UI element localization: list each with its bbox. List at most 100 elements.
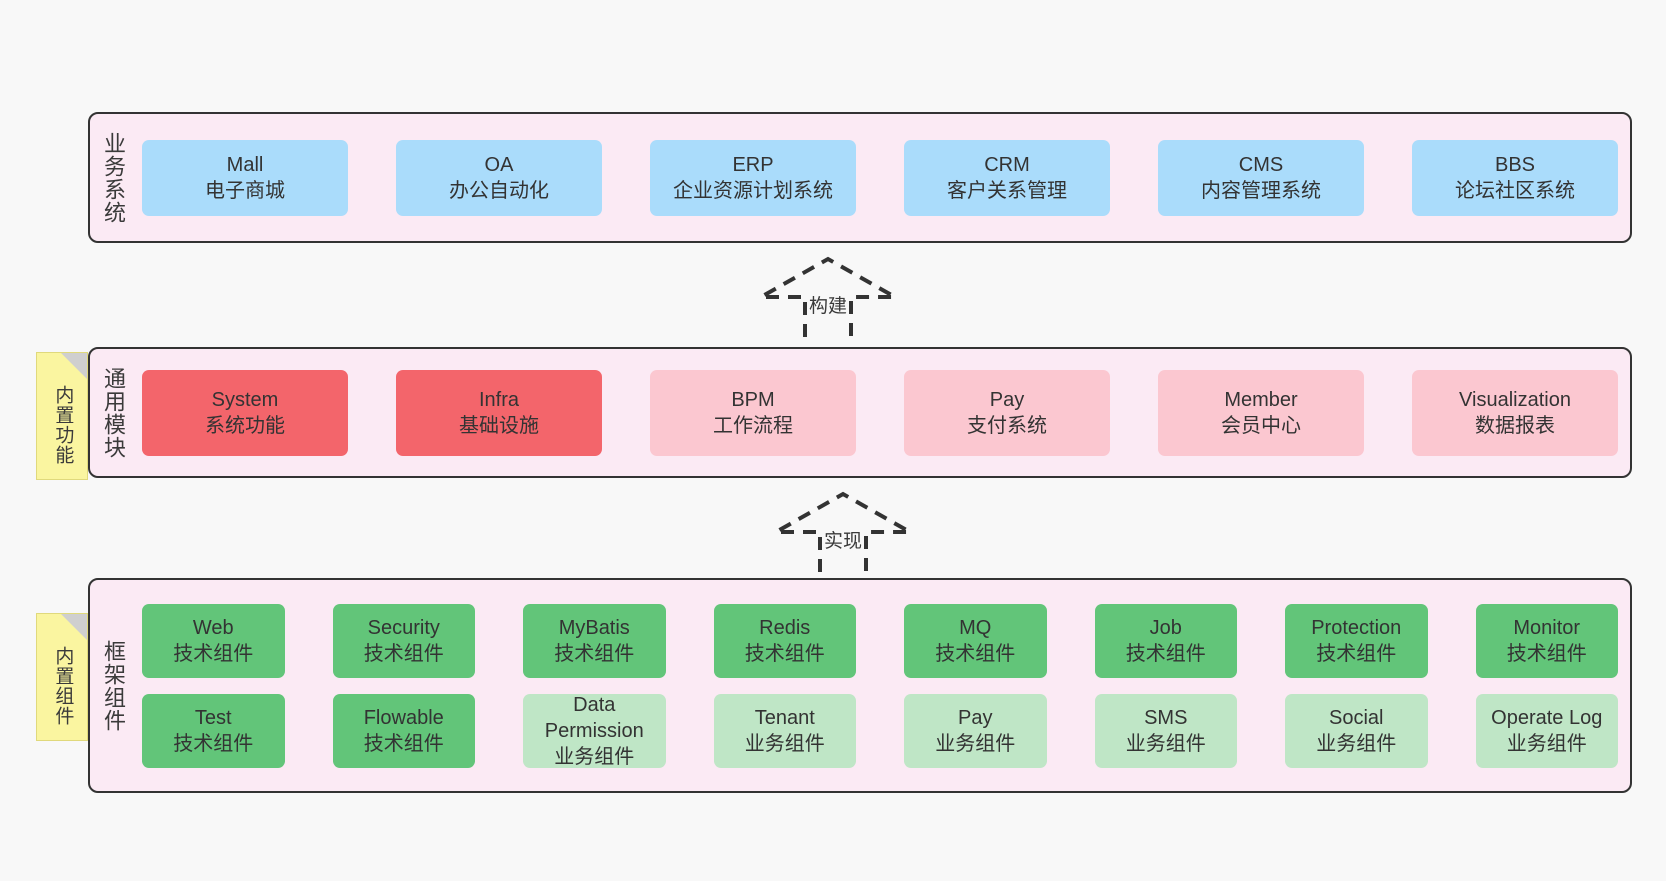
card-subtitle: 基础设施 bbox=[459, 414, 539, 437]
card-title: Data Permission bbox=[544, 693, 644, 742]
connector-build-arrow: 构建 bbox=[753, 255, 903, 345]
framework-component-card[interactable]: SMS 业务组件 bbox=[1094, 693, 1237, 768]
card-title: Web bbox=[192, 616, 234, 639]
card-subtitle: 客户关系管理 bbox=[947, 179, 1067, 202]
card-subtitle: 业务组件 bbox=[554, 745, 635, 768]
business-system-card[interactable]: CMS 内容管理系统 bbox=[1158, 139, 1364, 216]
card-title: Member bbox=[1224, 388, 1298, 411]
card-title: BBS bbox=[1494, 153, 1536, 176]
card-title: SMS bbox=[1144, 706, 1188, 729]
framework-component-card[interactable]: Test 技术组件 bbox=[142, 693, 285, 768]
card-title: Protection bbox=[1311, 616, 1402, 639]
card-title: Flowable bbox=[363, 706, 444, 729]
connector-implement-arrow: 实现 bbox=[768, 490, 918, 580]
card-title: CMS bbox=[1238, 153, 1284, 176]
note-fold-corner-icon bbox=[61, 614, 87, 640]
card-title: Mall bbox=[226, 153, 264, 176]
layer-common-modules: 通用模块 System 系统功能 Infra 基础设施 BPM 工作流程 Pay 支付系统 Me… bbox=[88, 347, 1632, 478]
card-subtitle: 系统功能 bbox=[205, 414, 285, 437]
framework-component-card[interactable]: Pay 业务组件 bbox=[904, 693, 1047, 768]
common-module-card[interactable]: System 系统功能 bbox=[142, 369, 348, 456]
framework-component-card[interactable]: Tenant 业务组件 bbox=[713, 693, 856, 768]
card-title: MQ bbox=[959, 616, 992, 639]
card-title: Pay bbox=[989, 388, 1025, 411]
framework-component-card[interactable]: Web 技术组件 bbox=[142, 603, 285, 678]
card-subtitle: 技术组件 bbox=[173, 642, 254, 665]
build-arrow-outline bbox=[753, 256, 903, 337]
card-subtitle: 技术组件 bbox=[1125, 642, 1206, 665]
card-subtitle: 工作流程 bbox=[713, 414, 793, 437]
card-title: Infra bbox=[478, 388, 520, 411]
card-title: Test bbox=[194, 706, 232, 729]
business-system-card[interactable]: ERP 企业资源计划系统 bbox=[650, 139, 856, 216]
card-subtitle: 技术组件 bbox=[935, 642, 1016, 665]
framework-component-card[interactable]: Security 技术组件 bbox=[332, 603, 475, 678]
layer-framework-components-title: 框架组件 bbox=[100, 639, 126, 732]
card-subtitle: 技术组件 bbox=[363, 642, 444, 665]
common-module-card[interactable]: Pay 支付系统 bbox=[904, 369, 1110, 456]
framework-component-card[interactable]: MQ 技术组件 bbox=[904, 603, 1047, 678]
common-module-card[interactable]: Member 会员中心 bbox=[1158, 369, 1364, 456]
common-module-card[interactable]: Visualization 数据报表 bbox=[1412, 369, 1618, 456]
card-subtitle: 业务组件 bbox=[935, 732, 1016, 755]
layer-business-system-title: 业务系统 bbox=[100, 131, 126, 224]
card-subtitle: 业务组件 bbox=[744, 732, 825, 755]
card-subtitle: 业务组件 bbox=[1316, 732, 1397, 755]
framework-component-card[interactable]: MyBatis 技术组件 bbox=[523, 603, 666, 678]
card-title: System bbox=[211, 388, 279, 411]
note-builtin-features: 内置功能 bbox=[36, 352, 88, 480]
framework-component-card[interactable]: Data Permission 业务组件 bbox=[523, 693, 666, 768]
business-system-card[interactable]: OA 办公自动化 bbox=[396, 139, 602, 216]
connector-implement-label: 实现 bbox=[823, 531, 863, 552]
layer-framework-components: 框架组件 Web 技术组件 Security 技术组件 MyBatis 技术组件 Redis… bbox=[88, 578, 1632, 793]
layer-common-modules-body: System 系统功能 Infra 基础设施 BPM 工作流程 Pay 支付系统 Member 会… bbox=[136, 349, 1630, 476]
card-subtitle: 数据报表 bbox=[1475, 414, 1555, 437]
connector-build-label: 构建 bbox=[808, 296, 848, 317]
note-builtin-features-label: 内置功能 bbox=[52, 385, 74, 465]
card-title: Tenant bbox=[754, 706, 815, 729]
card-subtitle: 办公自动化 bbox=[449, 179, 549, 202]
card-title: BPM bbox=[731, 388, 775, 411]
card-subtitle: 业务组件 bbox=[1506, 732, 1587, 755]
card-title: Job bbox=[1149, 616, 1182, 639]
card-subtitle: 技术组件 bbox=[173, 732, 254, 755]
module-card-row: System 系统功能 Infra 基础设施 BPM 工作流程 Pay 支付系统 Member 会… bbox=[142, 369, 1618, 456]
note-builtin-components: 内置组件 bbox=[36, 613, 88, 741]
card-subtitle: 技术组件 bbox=[554, 642, 635, 665]
card-subtitle: 内容管理系统 bbox=[1201, 179, 1321, 202]
card-subtitle: 支付系统 bbox=[967, 414, 1047, 437]
card-title: OA bbox=[484, 153, 514, 176]
note-builtin-components-label: 内置组件 bbox=[52, 646, 74, 726]
card-subtitle: 会员中心 bbox=[1221, 414, 1301, 437]
card-title: MyBatis bbox=[558, 616, 630, 639]
framework-component-card[interactable]: Job 技术组件 bbox=[1094, 603, 1237, 678]
common-module-card[interactable]: Infra 基础设施 bbox=[396, 369, 602, 456]
card-title: Redis bbox=[759, 616, 811, 639]
common-module-card[interactable]: BPM 工作流程 bbox=[650, 369, 856, 456]
layer-common-modules-title: 通用模块 bbox=[100, 366, 126, 459]
card-title: Visualization bbox=[1459, 388, 1571, 411]
card-subtitle: 技术组件 bbox=[1506, 642, 1587, 665]
card-subtitle: 业务组件 bbox=[1125, 732, 1206, 755]
card-subtitle: 企业资源计划系统 bbox=[673, 179, 833, 202]
card-title: Pay bbox=[958, 706, 993, 729]
card-title: ERP bbox=[732, 153, 774, 176]
card-title: Security bbox=[367, 616, 440, 639]
